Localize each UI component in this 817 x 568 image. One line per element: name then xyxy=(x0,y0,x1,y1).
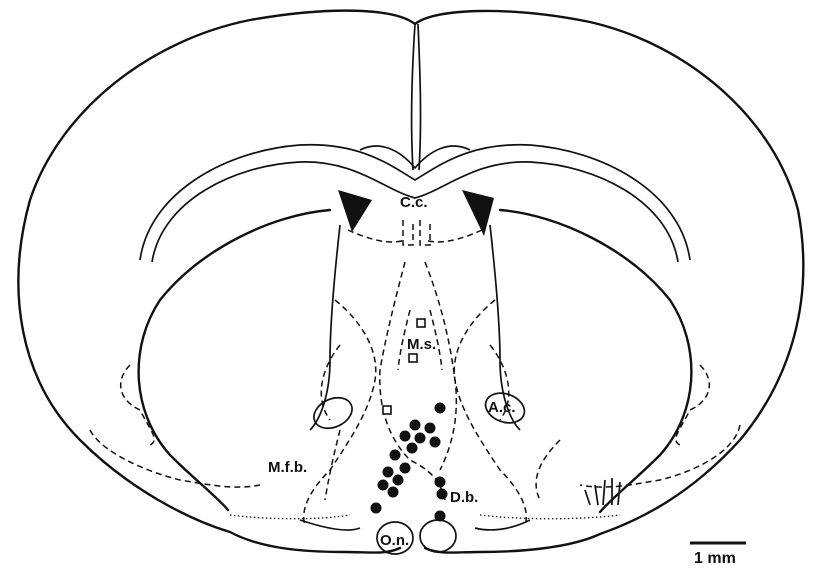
label-corpus-callosum: C.c. xyxy=(400,194,428,211)
filled-marker xyxy=(435,511,446,522)
label-medial-forebrain-bundle: M.f.b. xyxy=(268,459,307,476)
label-optic-nerve: O.n. xyxy=(380,532,409,549)
filled-marker xyxy=(383,467,394,478)
filled-marker xyxy=(400,463,411,474)
filled-marker xyxy=(390,450,401,461)
filled-marker xyxy=(378,480,389,491)
label-anterior-commissure: A.c. xyxy=(488,399,516,416)
left-commissure-oval xyxy=(309,392,357,434)
filled-marker xyxy=(430,437,441,448)
filled-marker xyxy=(425,423,436,434)
left-inner-outline xyxy=(139,210,340,510)
filled-marker xyxy=(371,503,382,514)
filled-marker xyxy=(393,475,404,486)
filled-marker xyxy=(437,489,448,500)
filled-marker xyxy=(410,420,421,431)
filled-marker xyxy=(407,443,418,454)
fiber-strokes xyxy=(585,478,620,505)
filled-marker xyxy=(435,477,446,488)
filled-marker xyxy=(435,403,446,414)
right-ventricle-wedge xyxy=(462,190,494,236)
filled-marker xyxy=(400,431,411,442)
left-ventricle-wedge xyxy=(338,190,372,232)
dotted-base-outlines xyxy=(230,515,620,530)
scale-bar-label: 1 mm xyxy=(694,550,736,567)
open-square-marker xyxy=(417,319,425,327)
open-square-marker xyxy=(409,354,417,362)
right-optic-nerve-circle xyxy=(420,520,456,552)
label-medial-septum: M.s. xyxy=(407,336,436,353)
label-diagonal-band: D.b. xyxy=(450,489,478,506)
right-inner-outline xyxy=(490,210,691,512)
filled-marker xyxy=(388,487,399,498)
scale-bar: 1 mm xyxy=(690,543,746,567)
dashed-structures xyxy=(90,220,740,525)
filled-markers xyxy=(371,403,448,522)
open-square-marker xyxy=(383,406,391,414)
filled-marker xyxy=(415,433,426,444)
